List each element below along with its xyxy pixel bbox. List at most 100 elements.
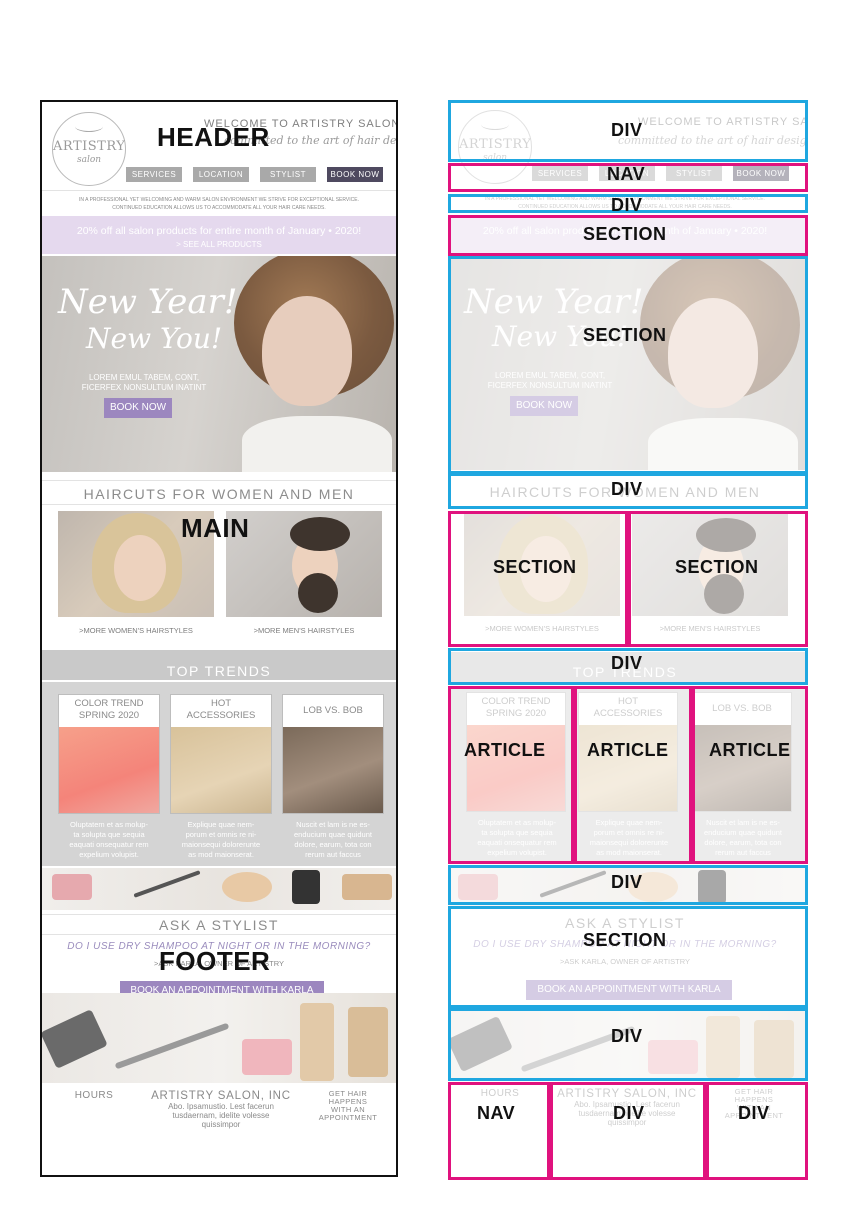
women-link[interactable]: >MORE WOMEN'S HAIRSTYLES bbox=[79, 626, 193, 635]
promo-link[interactable]: > SEE ALL PRODUCTS bbox=[176, 240, 262, 249]
text-line: ta solupta que sequia bbox=[73, 830, 145, 839]
ask-title: ASK A STYLIST bbox=[565, 915, 685, 931]
text-line: porum et omnis re ni- bbox=[593, 828, 665, 837]
footer-hours[interactable]: HOURS bbox=[74, 1090, 114, 1101]
promo-banner: 20% off all salon products for entire mo… bbox=[448, 216, 806, 254]
comb-icon bbox=[42, 1009, 108, 1069]
box-article-3 bbox=[692, 686, 808, 864]
men-link[interactable]: >MORE MEN'S HAIRSTYLES bbox=[253, 626, 355, 635]
trends-header: TOP TRENDS bbox=[448, 652, 806, 684]
address-line: tusdaernam, idelite volesse bbox=[172, 1111, 270, 1120]
divider bbox=[42, 934, 396, 935]
text-line: dolore, earum, tota con bbox=[294, 840, 372, 849]
label-footer-div-mid: DIV bbox=[613, 1103, 645, 1123]
haircuts-title: HAIRCUTS FOR WOMEN AND MEN bbox=[489, 484, 761, 500]
book-karla-button: BOOK AN APPOINTMENT WITH KARLA bbox=[526, 980, 732, 1000]
address-line: Abo. Ipsamustio. Lest facerun bbox=[168, 1102, 274, 1111]
cta-line: WITH AN bbox=[330, 1105, 366, 1114]
promo-banner[interactable]: 20% off all salon products for entire mo… bbox=[42, 216, 396, 254]
card-3-text: Nuscit et lam is ne es- enducium quae qu… bbox=[278, 820, 388, 860]
address-line: tusdaernam, idelite volesse bbox=[578, 1109, 676, 1118]
cta-line: GET HAIR bbox=[734, 1087, 774, 1096]
trend-card-3[interactable]: LOB VS. BOB bbox=[282, 694, 384, 814]
hero-book-button[interactable]: BOOK NOW bbox=[104, 398, 172, 418]
text-line: expelium volupist. bbox=[79, 850, 139, 859]
footer-address: Abo. Ipsamustio. Lest facerun tusdaernam… bbox=[552, 1100, 702, 1127]
box-div-bottom bbox=[448, 1008, 808, 1081]
label-section-ask: SECTION bbox=[583, 930, 667, 950]
women-photo[interactable] bbox=[58, 511, 214, 617]
hero-body-1: LOREM EMUL TABEM, CONT, bbox=[494, 371, 606, 380]
card-2-text: Explique quae nem- porum et omnis re ni-… bbox=[166, 820, 276, 860]
text-line: Explique quae nem- bbox=[595, 818, 663, 827]
card-image bbox=[693, 725, 791, 811]
logo[interactable]: ARTISTRY salon bbox=[52, 112, 126, 186]
men-link: >MORE MEN'S HAIRSTYLES bbox=[659, 624, 761, 633]
bottom-image bbox=[448, 1010, 806, 1080]
product-image bbox=[222, 872, 272, 902]
label-div-intro: DIV bbox=[611, 195, 643, 215]
nav-services[interactable]: SERVICES bbox=[126, 167, 182, 182]
text-line: expelium volupist. bbox=[487, 848, 547, 857]
product-image bbox=[342, 874, 392, 900]
cta-line: HAPPENS bbox=[734, 1095, 774, 1104]
bottle-icon bbox=[706, 1016, 740, 1078]
men-beard bbox=[298, 573, 338, 613]
text-line: Nuscit et lam is ne es- bbox=[706, 818, 780, 827]
hero-script-1: New Year! bbox=[58, 282, 238, 322]
label-footer-nav: NAV bbox=[477, 1103, 516, 1123]
text-line: enducium quae quidunt bbox=[294, 830, 372, 839]
product-image bbox=[292, 870, 320, 904]
divider bbox=[42, 190, 396, 191]
label-section-men: SECTION bbox=[675, 557, 759, 577]
box-div-trends bbox=[448, 648, 808, 685]
divider bbox=[42, 480, 396, 481]
divider bbox=[42, 504, 396, 505]
men-face bbox=[698, 536, 744, 598]
footer-address: Abo. Ipsamustio. Lest facerun tusdaernam… bbox=[146, 1102, 296, 1129]
men-hair bbox=[696, 518, 756, 552]
text-line: Explique quae nem- bbox=[187, 820, 255, 829]
men-photo bbox=[632, 512, 788, 616]
text-line: enducium quae quidunt bbox=[704, 828, 782, 837]
card-3-text: Nuscit et lam is ne es- enducium quae qu… bbox=[688, 818, 798, 858]
nav-stylist[interactable]: STYLIST bbox=[260, 167, 316, 182]
trend-card-1[interactable]: COLOR TREND SPRING 2020 bbox=[58, 694, 160, 814]
haircuts-title: HAIRCUTS FOR WOMEN AND MEN bbox=[83, 486, 355, 502]
label-div-haircuts: DIV bbox=[611, 479, 643, 499]
label-section-promo: SECTION bbox=[583, 224, 667, 244]
label-section-women: SECTION bbox=[493, 557, 577, 577]
box-section-hero bbox=[448, 256, 808, 474]
intro-line-2: CONTINUED EDUCATION ALLOWS US TO ACCOMMO… bbox=[518, 204, 732, 210]
card-subtitle: SPRING 2020 bbox=[78, 710, 140, 721]
text-line: rerum aut faccus bbox=[305, 850, 361, 859]
men-photo[interactable] bbox=[226, 511, 382, 617]
box-footer-div-right bbox=[706, 1082, 808, 1180]
label-div-bottom: DIV bbox=[611, 1026, 643, 1046]
label-footer: FOOTER bbox=[159, 946, 271, 976]
card-image bbox=[171, 727, 271, 813]
bottle-icon bbox=[348, 1007, 388, 1077]
label-nav: NAV bbox=[607, 164, 646, 184]
welcome-text: WELCOME TO ARTISTRY SALON bbox=[204, 118, 398, 130]
card-image bbox=[283, 727, 383, 813]
hero-book-button: BOOK NOW bbox=[510, 396, 578, 416]
footer-cta[interactable]: GET HAIR HAPPENS WITH AN APPOINTMENT bbox=[312, 1090, 384, 1122]
left-mockup: ARTISTRY salon WELCOME TO ARTISTRY SALON… bbox=[40, 100, 398, 1177]
label-article-3: ARTICLE bbox=[709, 740, 791, 760]
women-face bbox=[520, 536, 572, 602]
text-line: eaquati onsequatur rem bbox=[477, 838, 557, 847]
trend-card-2[interactable]: HOT ACCESSORIES bbox=[170, 694, 272, 814]
logo-sub: salon bbox=[76, 155, 102, 165]
logo-name: ARTISTRY bbox=[53, 139, 126, 154]
women-hair bbox=[498, 514, 588, 614]
card-title: COLOR TREND bbox=[74, 698, 144, 709]
nav-location[interactable]: LOCATION bbox=[193, 167, 249, 182]
hero-body-1: LOREM EMUL TABEM, CONT, bbox=[88, 373, 200, 382]
intro-line-1: IN A PROFESSIONAL YET WELCOMING AND WARM… bbox=[79, 197, 359, 203]
ask-answer[interactable]: >ASK KARLA, OWNER OF ARTISTRY bbox=[154, 959, 284, 968]
hero-body-2: FICERFEX NONSULTUM INATINT bbox=[487, 381, 613, 390]
nav-book-now[interactable]: BOOK NOW bbox=[327, 167, 383, 182]
women-link: >MORE WOMEN'S HAIRSTYLES bbox=[485, 624, 599, 633]
text-line: Oluptatem et as molup- bbox=[478, 818, 556, 827]
